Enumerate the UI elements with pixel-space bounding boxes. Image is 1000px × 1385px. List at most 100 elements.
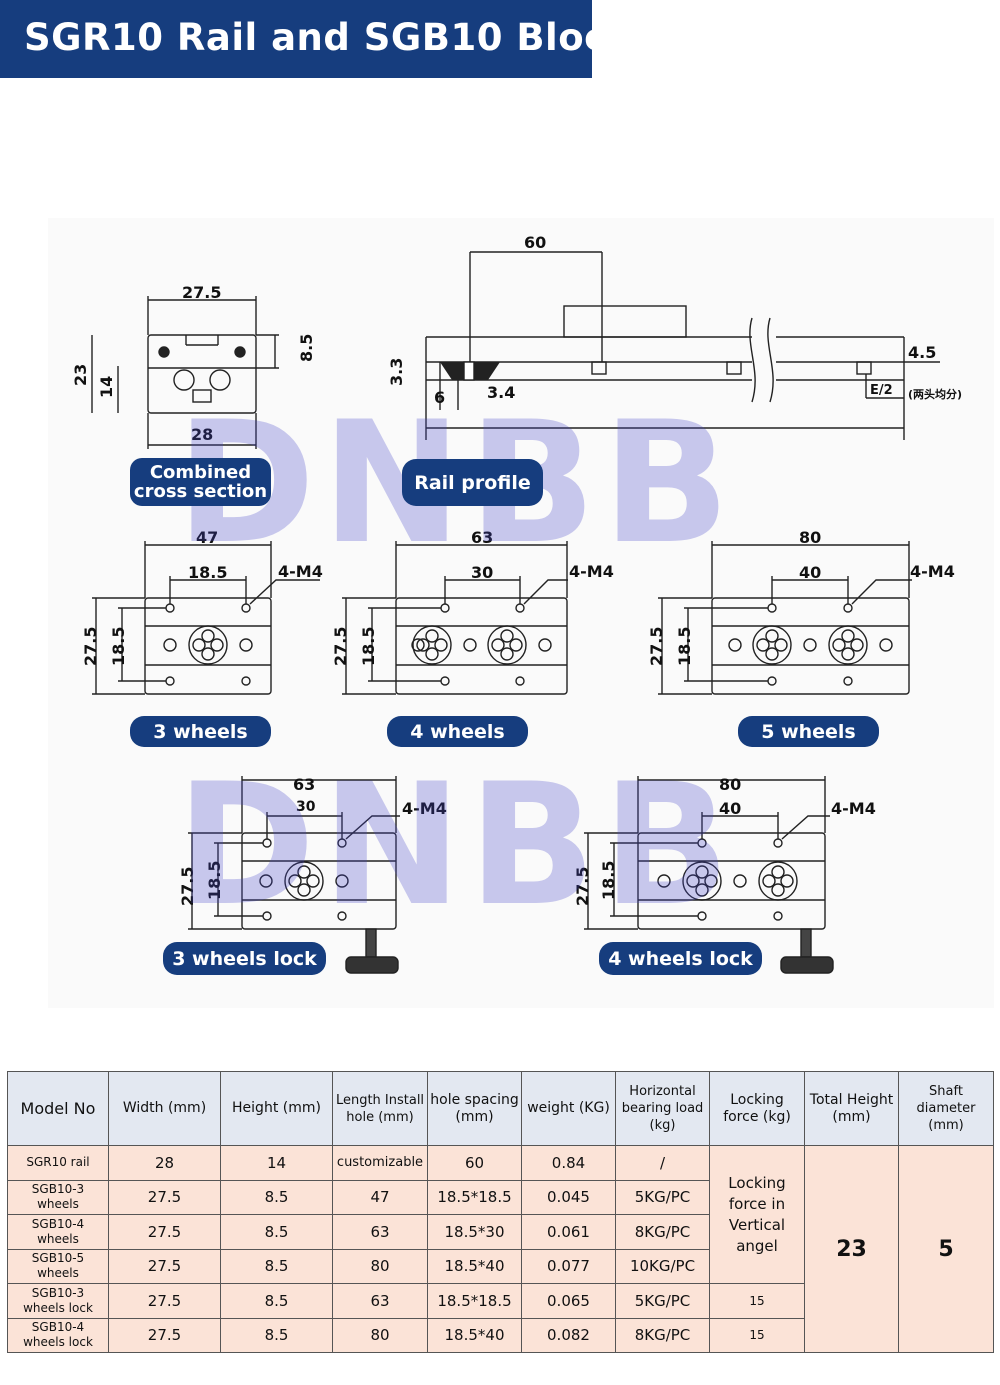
block-4-wheels-drawing <box>342 541 568 695</box>
dim-l3-h-inner: 18.5 <box>205 861 224 900</box>
dim-b3-h-inner: 18.5 <box>109 627 128 666</box>
cell-length: customizable <box>332 1145 428 1181</box>
cell-height: 8.5 <box>220 1248 333 1284</box>
dim-b5-w: 80 <box>799 528 821 547</box>
spec-table: Model No Width (mm) Height (mm) Length I… <box>7 1071 994 1353</box>
dim-cross-h-inner: 14 <box>97 376 116 398</box>
dim-rail-w6: 6 <box>434 388 445 407</box>
cell-model: SGB10-4 wheels <box>7 1214 109 1250</box>
cell-weight: 0.045 <box>521 1179 616 1215</box>
cell-model: SGR10 rail <box>7 1145 109 1181</box>
th-horizontal-load: Horizontal bearing load (kg) <box>615 1071 710 1146</box>
cross-section-drawing <box>91 296 279 449</box>
cell-weight: 0.077 <box>521 1248 616 1284</box>
label-3-wheels: 3 wheels <box>130 716 271 747</box>
label-combined-cross-section: Combined cross section <box>130 458 271 506</box>
cell-height: 8.5 <box>220 1283 333 1319</box>
dim-l4-h-outer: 27.5 <box>573 867 592 906</box>
cell-width: 28 <box>108 1145 221 1181</box>
dim-b3-m4: 4-M4 <box>278 562 323 581</box>
cell-hole-spacing: 18.5*40 <box>427 1317 522 1353</box>
dim-b5-m4: 4-M4 <box>910 562 955 581</box>
dim-cross-top: 27.5 <box>182 283 221 302</box>
dim-b4-m4: 4-M4 <box>569 562 614 581</box>
label-4-wheels: 4 wheels <box>387 716 528 747</box>
cell-width: 27.5 <box>108 1283 221 1319</box>
cell-hole-spacing: 18.5*18.5 <box>427 1283 522 1319</box>
table-row: SGB10-4 wheels lock 27.5 8.5 80 18.5*40 … <box>7 1317 994 1353</box>
page-title: SGR10 Rail and SGB10 Block <box>24 16 632 59</box>
cell-horizontal-load: / <box>615 1145 710 1181</box>
label-combined-line1: Combined <box>149 462 252 483</box>
th-shaft-diameter: Shaft diameter (mm) <box>898 1071 994 1146</box>
cell-width: 27.5 <box>108 1179 221 1215</box>
label-combined-line2: cross section <box>133 481 268 502</box>
th-height: Height (mm) <box>220 1071 333 1146</box>
dim-cross-h-total: 23 <box>71 364 90 386</box>
block-5-wheels-drawing <box>658 541 912 695</box>
dim-rail-4-5: 4.5 <box>908 343 936 362</box>
rail-profile-drawing <box>425 251 940 440</box>
label-5-wheels: 5 wheels <box>738 716 879 747</box>
cell-locking-force-merged: Locking force in Vertical angel <box>709 1145 805 1284</box>
label-4-wheels-lock: 4 wheels lock <box>599 942 762 975</box>
dim-rail-e2: E/2 <box>870 383 893 398</box>
dim-cross-h-right: 8.5 <box>297 334 316 362</box>
cell-length: 63 <box>332 1214 428 1250</box>
cell-hole-spacing: 18.5*18.5 <box>427 1179 522 1215</box>
dim-l3-w: 63 <box>293 775 315 794</box>
dim-b3-hole: 18.5 <box>188 563 227 582</box>
dim-b4-hole: 30 <box>471 563 493 582</box>
cell-height: 8.5 <box>220 1317 333 1353</box>
dim-b3-h-outer: 27.5 <box>81 627 100 666</box>
label-3-wheels-lock: 3 wheels lock <box>163 942 326 975</box>
block-3-wheels-lock-drawing <box>188 776 400 974</box>
dim-b5-hole: 40 <box>799 563 821 582</box>
dim-l4-w: 80 <box>719 775 741 794</box>
cell-length: 80 <box>332 1317 428 1353</box>
dim-l4-h-inner: 18.5 <box>599 861 618 900</box>
th-model: Model No <box>7 1071 109 1146</box>
dim-b5-h-outer: 27.5 <box>647 627 666 666</box>
dim-l4-m4: 4-M4 <box>831 799 876 818</box>
cell-total-height: 23 <box>804 1145 899 1353</box>
cell-horizontal-load: 10KG/PC <box>615 1248 710 1284</box>
cell-model: SGB10-3 wheels lock <box>7 1283 109 1319</box>
cell-weight: 0.082 <box>521 1317 616 1353</box>
th-length: Length Install hole (mm) <box>332 1071 428 1146</box>
th-weight: weight (KG) <box>521 1071 616 1146</box>
cell-width: 27.5 <box>108 1214 221 1250</box>
cell-locking-force: 15 <box>709 1283 805 1319</box>
cell-horizontal-load: 8KG/PC <box>615 1214 710 1250</box>
cell-horizontal-load: 5KG/PC <box>615 1283 710 1319</box>
dim-l3-h-outer: 27.5 <box>178 867 197 906</box>
dim-rail-len: 60 <box>524 233 546 252</box>
cell-model: SGB10-4 wheels lock <box>7 1317 109 1353</box>
th-total-height: Total Height (mm) <box>804 1071 899 1146</box>
cell-model: SGB10-5 wheels <box>7 1248 109 1284</box>
cell-height: 8.5 <box>220 1214 333 1250</box>
cell-hole-spacing: 18.5*40 <box>427 1248 522 1284</box>
dim-b4-h-inner: 18.5 <box>359 627 378 666</box>
table-row: SGB10-5 wheels 27.5 8.5 80 18.5*40 0.077… <box>7 1248 994 1284</box>
th-locking-force: Locking force (kg) <box>709 1071 805 1146</box>
dim-b3-w: 47 <box>196 528 218 547</box>
dim-l3-m4: 4-M4 <box>402 799 447 818</box>
dim-l4-hole: 40 <box>719 799 741 818</box>
block-3-wheels-drawing <box>92 541 320 695</box>
cell-length: 63 <box>332 1283 428 1319</box>
title-banner: SGR10 Rail and SGB10 Block <box>0 0 631 78</box>
table-row: SGB10-4 wheels 27.5 8.5 63 18.5*30 0.061… <box>7 1214 994 1250</box>
cell-horizontal-load: 5KG/PC <box>615 1179 710 1215</box>
dim-b4-h-outer: 27.5 <box>331 627 350 666</box>
cell-shaft-diameter: 5 <box>898 1145 994 1353</box>
cell-length: 47 <box>332 1179 428 1215</box>
th-width: Width (mm) <box>108 1071 221 1146</box>
dim-rail-3-4: 3.4 <box>487 383 515 402</box>
dim-rail-h: 3.3 <box>387 358 406 386</box>
table-row: SGR10 rail 28 14 customizable 60 0.84 / … <box>7 1145 994 1353</box>
cell-weight: 0.061 <box>521 1214 616 1250</box>
cell-length: 80 <box>332 1248 428 1284</box>
cell-hole-spacing: 18.5*30 <box>427 1214 522 1250</box>
table-header-row: Model No Width (mm) Height (mm) Length I… <box>7 1071 994 1146</box>
